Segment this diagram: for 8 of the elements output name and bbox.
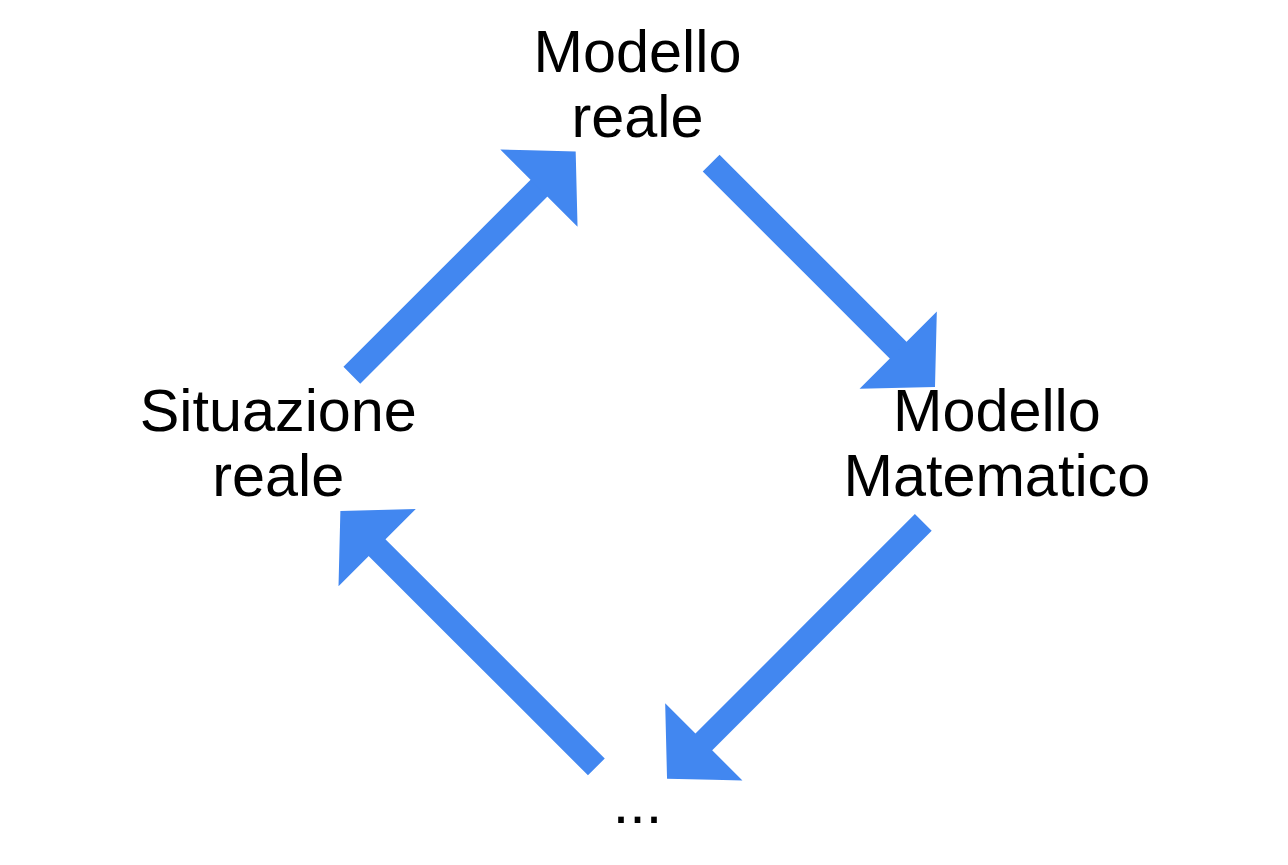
arrow — [702, 154, 937, 389]
arrow — [664, 514, 932, 781]
node-text: Modello reale — [533, 17, 741, 151]
arrow — [342, 149, 578, 384]
arrow — [338, 509, 605, 776]
node-text: Modello Matematico — [842, 377, 1150, 510]
node-text: Situazione reale — [139, 377, 417, 510]
node-text: ... — [612, 768, 662, 836]
